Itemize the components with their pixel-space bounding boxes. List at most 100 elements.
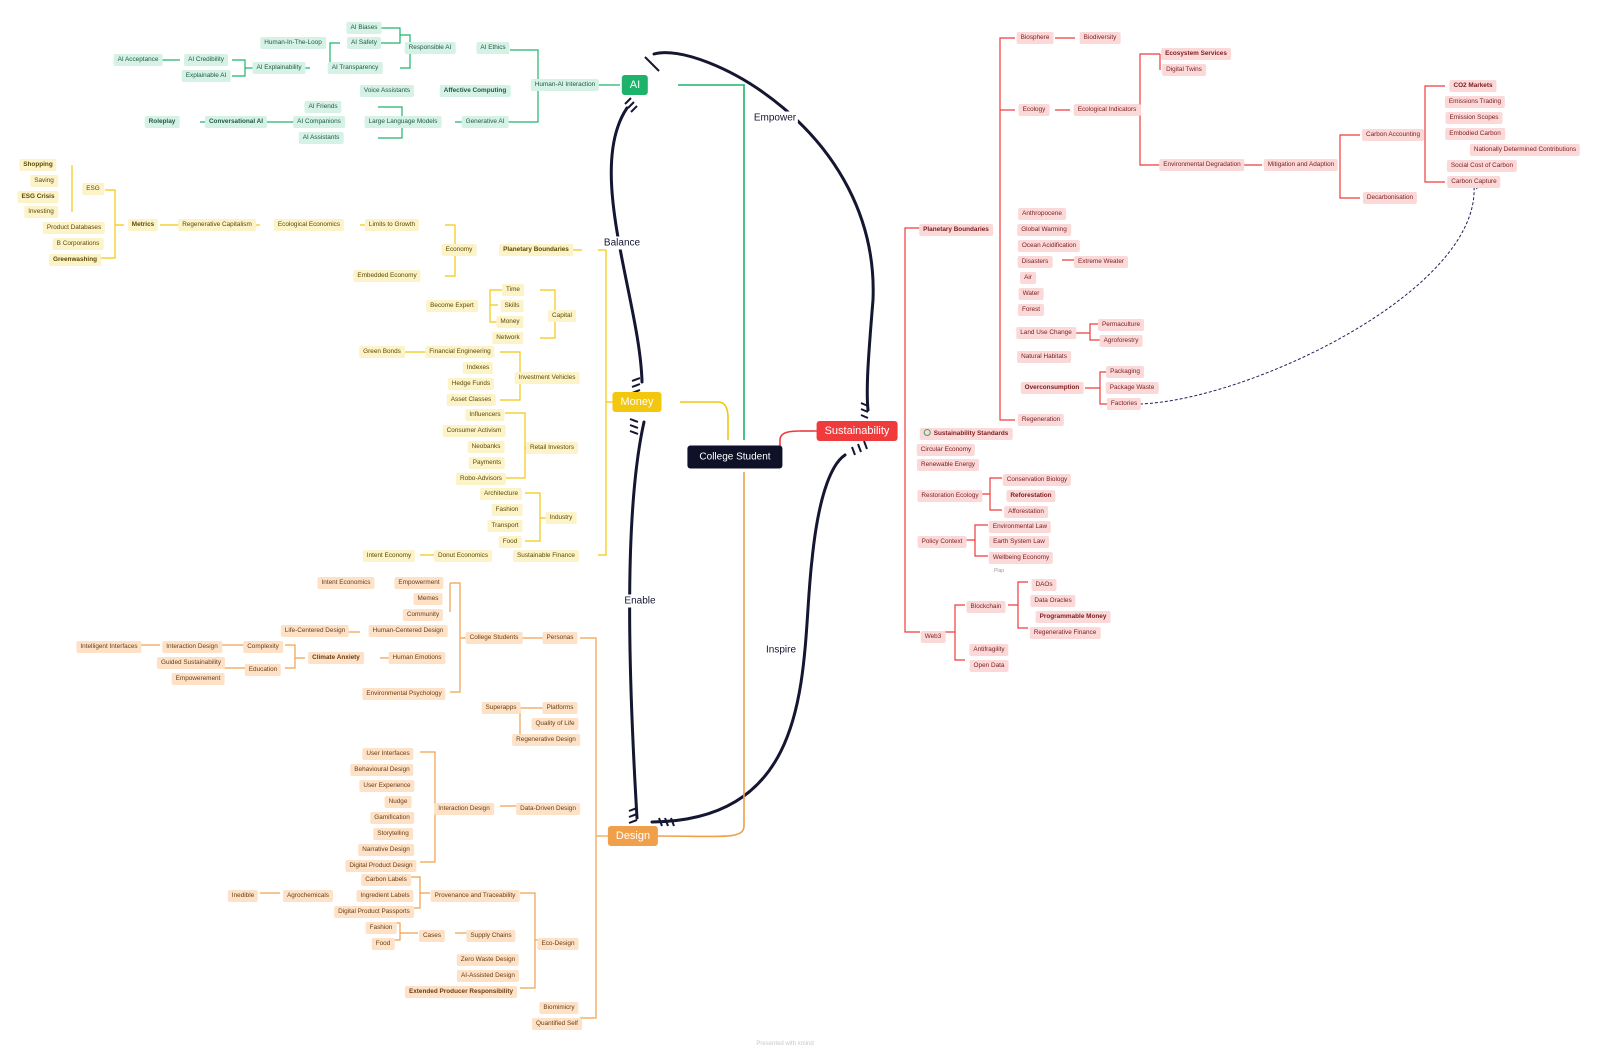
topic-node[interactable]: Ingredient Labels: [356, 890, 414, 902]
topic-node[interactable]: Digital Twins: [1162, 64, 1206, 76]
topic-node[interactable]: Investing: [24, 206, 58, 218]
topic-node[interactable]: Food: [498, 536, 522, 548]
topic-node[interactable]: Cases: [418, 930, 446, 942]
topic-node[interactable]: Mitigation and Adaption: [1263, 159, 1339, 171]
topic-node[interactable]: AI Friends: [304, 101, 342, 113]
topic-node[interactable]: Permaculture: [1097, 319, 1145, 331]
topic-node[interactable]: Complexity: [243, 641, 283, 653]
topic-node[interactable]: Narrative Design: [358, 844, 414, 856]
topic-node[interactable]: Regenerative Design: [512, 734, 580, 746]
topic-node[interactable]: Regenerative Finance: [1029, 627, 1101, 639]
topic-node[interactable]: Become Expert: [426, 300, 478, 312]
topic-node[interactable]: User Interfaces: [362, 748, 414, 760]
topic-node[interactable]: Storytelling: [373, 828, 413, 840]
topic-node[interactable]: Earth System Law: [989, 536, 1049, 548]
topic-node[interactable]: Industry: [545, 512, 577, 524]
topic-node[interactable]: B Corporations: [52, 238, 104, 250]
topic-node[interactable]: Renewable Energy: [917, 459, 979, 471]
topic-node[interactable]: Packaging: [1106, 366, 1144, 378]
topic-node[interactable]: Biomimicry: [539, 1002, 579, 1014]
topic-node[interactable]: Human-AI Interaction: [530, 79, 600, 91]
topic-node[interactable]: Environmental Law: [988, 521, 1052, 533]
topic-node[interactable]: CO2 Markets: [1449, 80, 1497, 92]
main-topic-ai[interactable]: AI: [621, 75, 649, 95]
topic-node[interactable]: Human-Centered Design: [368, 625, 448, 637]
topic-node[interactable]: Circular Economy: [916, 444, 976, 456]
topic-node[interactable]: Emissions Trading: [1444, 96, 1506, 108]
topic-node[interactable]: ESG: [82, 183, 104, 195]
topic-node[interactable]: Environmental Psychology: [362, 688, 446, 700]
topic-node[interactable]: Wellbeing Economy: [988, 552, 1054, 564]
topic-node[interactable]: Personas: [542, 632, 578, 644]
topic-node[interactable]: Capital: [548, 310, 576, 322]
topic-node[interactable]: AI Safety: [347, 37, 381, 49]
topic-node[interactable]: Disasters: [1017, 256, 1053, 268]
topic-node[interactable]: Policy Context: [917, 536, 967, 548]
topic-node[interactable]: AI Explainability: [252, 62, 306, 74]
topic-node[interactable]: AI Assistants: [298, 132, 344, 144]
topic-node[interactable]: Digital Product Passports: [334, 906, 414, 918]
topic-node[interactable]: Affective Computing: [439, 85, 511, 97]
topic-node[interactable]: Saving: [30, 175, 58, 187]
topic-node[interactable]: Package Waste: [1105, 382, 1159, 394]
topic-node[interactable]: Provenance and Traceability: [430, 890, 520, 902]
topic-node[interactable]: Influencers: [465, 409, 505, 421]
topic-node[interactable]: Metrics: [127, 219, 159, 231]
topic-node[interactable]: Payments: [468, 457, 506, 469]
topic-node[interactable]: Education: [244, 664, 282, 676]
topic-node[interactable]: Carbon Capture: [1447, 176, 1501, 188]
topic-node[interactable]: Data-Driven Design: [516, 803, 580, 815]
topic-node[interactable]: Regenerative Capitalism: [178, 219, 256, 231]
topic-node[interactable]: AI Companions: [293, 116, 345, 128]
topic-node[interactable]: Explainable AI: [181, 70, 231, 82]
topic-node[interactable]: Factories: [1106, 398, 1142, 410]
main-topic-sustainability[interactable]: Sustainability: [816, 421, 898, 441]
topic-node[interactable]: Intelligent Interfaces: [76, 641, 142, 653]
topic-node[interactable]: Emission Scopes: [1445, 112, 1503, 124]
topic-node[interactable]: Retail Investors: [525, 442, 579, 454]
topic-node[interactable]: Economy: [441, 244, 477, 256]
topic-node[interactable]: College Students: [465, 632, 523, 644]
topic-node[interactable]: Investment Vehicles: [514, 372, 580, 384]
topic-node[interactable]: Food: [371, 938, 395, 950]
topic-node-with-marker[interactable]: Sustainability Standards: [919, 428, 1013, 440]
topic-node[interactable]: Financial Engineering: [425, 346, 495, 358]
topic-node[interactable]: Water: [1018, 288, 1044, 300]
topic-node[interactable]: Ecology: [1018, 104, 1050, 116]
topic-node[interactable]: Ocean Acidification: [1017, 240, 1081, 252]
topic-node[interactable]: Transport: [487, 520, 523, 532]
topic-node[interactable]: Supply Chains: [466, 930, 516, 942]
topic-node[interactable]: ESG Crisis: [17, 191, 59, 203]
topic-node[interactable]: Planetary Boundaries: [919, 224, 993, 236]
topic-node[interactable]: Interaction Design: [162, 641, 222, 653]
topic-node[interactable]: Indexes: [462, 362, 494, 374]
topic-node[interactable]: Planetary Boundaries: [499, 244, 573, 256]
topic-node[interactable]: Blockchain: [966, 601, 1006, 613]
topic-node[interactable]: AI Ethics: [476, 42, 510, 54]
topic-node[interactable]: Skills: [500, 300, 524, 312]
topic-node[interactable]: Air: [1020, 272, 1036, 284]
topic-node[interactable]: Large Language Models: [364, 116, 442, 128]
topic-node[interactable]: AI Acceptance: [113, 54, 163, 66]
topic-node[interactable]: Human-In-The-Loop: [260, 37, 326, 49]
topic-node[interactable]: Conservation Biology: [1002, 474, 1072, 486]
topic-node[interactable]: Forest: [1017, 304, 1045, 316]
topic-node[interactable]: Embodied Carbon: [1445, 128, 1505, 140]
topic-node[interactable]: Sustainable Finance: [513, 550, 579, 562]
topic-node[interactable]: Community: [402, 609, 444, 621]
topic-node[interactable]: Intent Economics: [317, 577, 375, 589]
topic-node[interactable]: Carbon Labels: [361, 874, 411, 886]
topic-node[interactable]: Empowerement: [171, 673, 225, 685]
topic-node[interactable]: Web3: [920, 631, 946, 643]
topic-node[interactable]: Environmental Degradation: [1159, 159, 1245, 171]
topic-node[interactable]: Gamification: [370, 812, 414, 824]
topic-node[interactable]: AI Biases: [346, 22, 382, 34]
topic-node[interactable]: Inedible: [227, 890, 259, 902]
topic-node[interactable]: Memes: [413, 593, 443, 605]
topic-node[interactable]: Ecological Indicators: [1073, 104, 1141, 116]
topic-node[interactable]: Time: [502, 284, 524, 296]
topic-node[interactable]: Guided Sustainability: [156, 657, 226, 669]
topic-node[interactable]: Antifragility: [969, 644, 1009, 656]
topic-node[interactable]: Zero Waste Design: [456, 954, 520, 966]
